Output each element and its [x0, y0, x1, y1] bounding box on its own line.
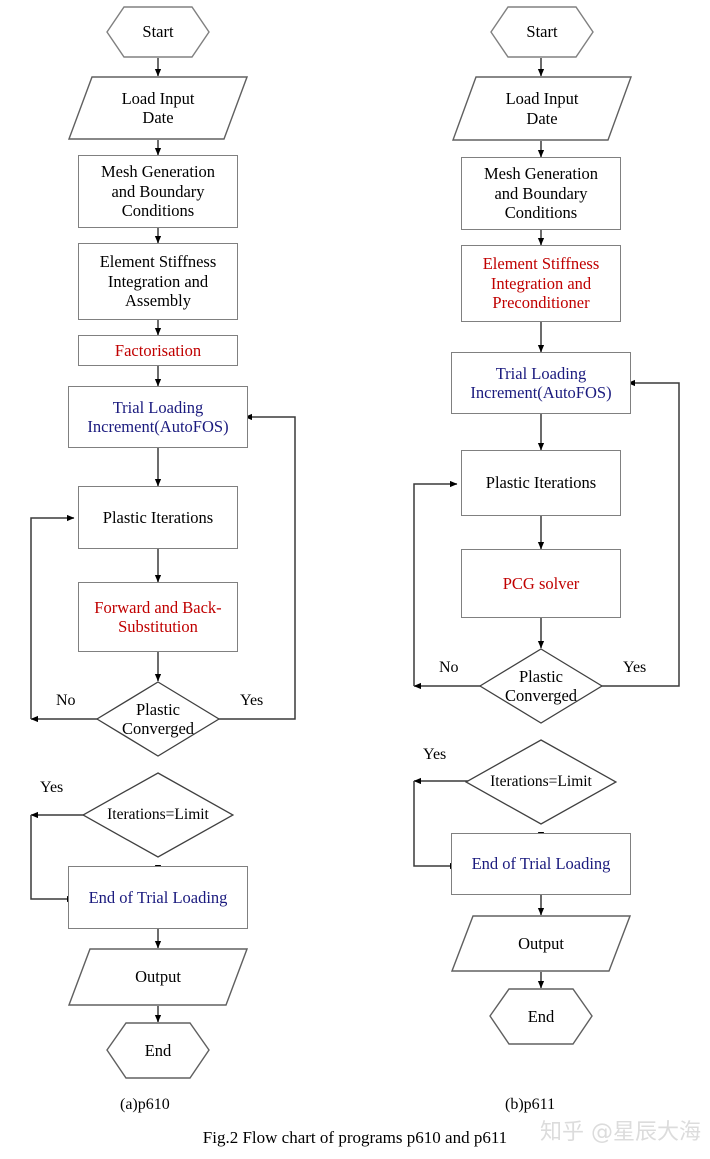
node-end-a: End — [106, 1022, 210, 1079]
branch-label-yes-iterations-a: Yes — [40, 779, 64, 796]
parallelogram-shape — [452, 76, 632, 141]
node-label: Start — [526, 22, 558, 42]
node-end-b: End — [489, 988, 593, 1045]
figure-caption: Fig.2 Flow chart of programs p610 and p6… — [202, 1128, 508, 1147]
node-label: End of Trial Loading — [471, 854, 611, 874]
node-plastic-iterations-b: Plastic Iterations — [461, 450, 621, 516]
diamond-shape — [479, 648, 603, 724]
hexagon-shape — [106, 1022, 210, 1079]
diamond-shape — [96, 681, 220, 757]
node-plastic-iterations-a: Plastic Iterations — [78, 486, 238, 549]
hexagon-shape — [490, 6, 594, 58]
branch-label-no-converged-a: No — [56, 692, 76, 709]
parallelogram-shape — [68, 948, 248, 1006]
node-label: Output — [518, 933, 564, 953]
node-start-a: Start — [106, 6, 210, 58]
node-label: PCG solver — [502, 573, 580, 593]
branch-label-yes-iterations-b: Yes — [423, 746, 447, 763]
branch-label-no-converged-b: No — [439, 659, 459, 676]
node-label: Output — [135, 967, 181, 987]
node-end-of-trial-loading-a: End of Trial Loading — [68, 866, 248, 929]
hexagon-shape — [106, 6, 210, 58]
node-label: Start — [142, 22, 174, 42]
node-start-b: Start — [490, 6, 594, 58]
node-output-b: Output — [451, 915, 631, 972]
node-forward-back-substitution-a: Forward and Back-Substitution — [78, 582, 238, 652]
node-label: Plastic Iterations — [102, 507, 214, 527]
parallelogram-shape — [451, 915, 631, 972]
node-factorisation-a: Factorisation — [78, 335, 238, 366]
node-iterations-limit-b: Iterations=Limit — [465, 739, 617, 825]
node-end-of-trial-loading-b: End of Trial Loading — [451, 833, 631, 895]
node-label: Factorisation — [114, 340, 202, 360]
watermark: 知乎 @星辰大海 — [540, 1120, 701, 1145]
branch-label-yes-converged-b: Yes — [623, 659, 647, 676]
node-label: End — [527, 1006, 555, 1026]
diamond-shape — [82, 772, 234, 858]
node-pcg-solver-b: PCG solver — [461, 549, 621, 618]
diamond-shape — [465, 739, 617, 825]
subcaption-a: (a)p610 — [120, 1096, 170, 1113]
hexagon-shape — [489, 988, 593, 1045]
node-label: Iterations=Limit — [107, 805, 209, 823]
node-label: End of Trial Loading — [88, 887, 228, 907]
node-label: Iterations=Limit — [490, 772, 592, 790]
node-label: Forward and Back-Substitution — [94, 597, 222, 636]
node-iterations-limit-a: Iterations=Limit — [82, 772, 234, 858]
subcaption-b: (b)p611 — [505, 1096, 556, 1113]
node-output-a: Output — [68, 948, 248, 1006]
node-label: End — [144, 1040, 172, 1060]
branch-label-yes-converged-a: Yes — [240, 692, 264, 709]
node-label: Plastic Iterations — [485, 473, 597, 493]
parallelogram-shape — [68, 76, 248, 140]
